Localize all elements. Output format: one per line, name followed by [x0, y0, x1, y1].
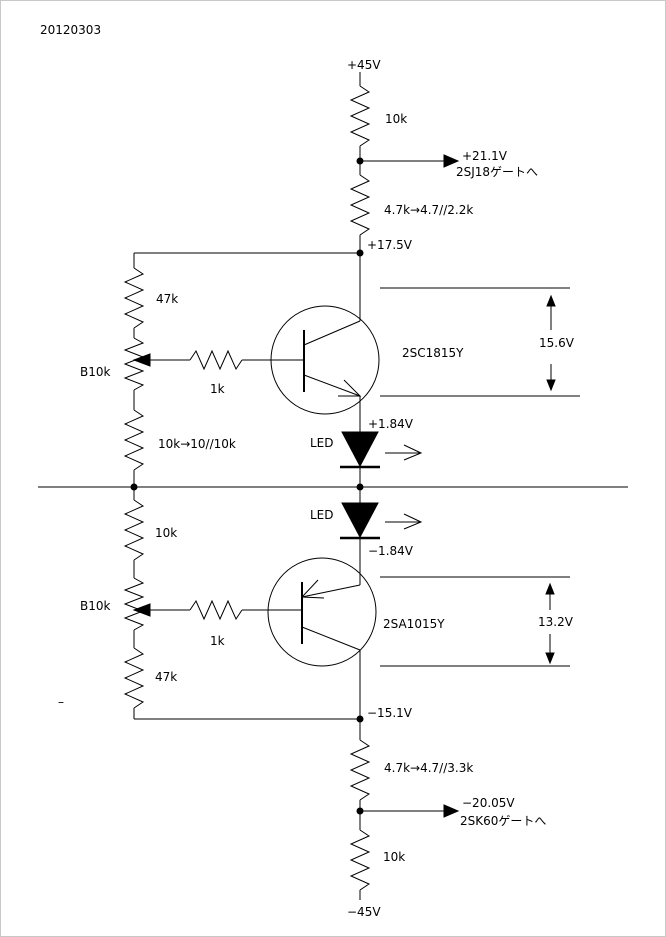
resistor-bottom-10k: [349, 829, 371, 891]
arrow-right-icon: [443, 804, 460, 818]
pnp-collector: [301, 626, 361, 651]
emitter-arrow-icon: [338, 379, 362, 397]
pot-upper-r-value-lower: 10k: [155, 526, 177, 540]
pnp-part-number: 2SA1015Y: [383, 617, 445, 631]
pot-upper-r-value: 47k: [156, 292, 178, 306]
pot-name-lower: B10k: [80, 599, 111, 613]
gate-out-voltage-lower: −20.05V: [462, 796, 515, 810]
pot-lower-r-value: 10k→10//10k: [158, 437, 236, 451]
resistor-47k-upper: [123, 267, 145, 329]
negative-rail-label: −45V: [347, 905, 381, 919]
r-top-value: 10k: [385, 112, 407, 126]
vce-lower-value: 13.2V: [538, 615, 574, 629]
wiper-arrow-icon: [132, 353, 151, 367]
resistor-top-10k: [349, 85, 371, 147]
npn-collector: [303, 320, 361, 346]
vce-upper-value: 15.6V: [539, 336, 575, 350]
junction-dot: [356, 483, 364, 491]
led-lower-label: LED: [310, 508, 334, 522]
resistor-47k-lower: [123, 647, 145, 709]
led-upper-label: LED: [310, 436, 334, 450]
gate-out-target-lower: 2SK60ゲートへ: [460, 814, 546, 828]
arrow-right-icon: [443, 154, 460, 168]
gate-out-target-upper: 2SJ18ゲートへ: [456, 165, 538, 179]
r-mid-value-lower: 4.7k→4.7//3.3k: [384, 761, 473, 775]
junction-dot: [356, 715, 364, 723]
led-upper-icon: [341, 431, 379, 468]
emitter-voltage-lower: −1.84V: [368, 544, 414, 558]
wiper-arrow-icon: [132, 603, 151, 617]
node-voltage-upper: +17.5V: [367, 238, 413, 252]
resistor-4k7-lower: [349, 739, 371, 801]
pot-lower-r-value-lower: 47k: [155, 670, 177, 684]
arrow-up-icon: [545, 582, 555, 595]
led-lower-icon: [341, 502, 379, 539]
node-voltage-lower: −15.1V: [367, 706, 413, 720]
resistor-1k-base-lower: [189, 599, 243, 621]
npn-part-number: 2SC1815Y: [402, 346, 464, 360]
potentiometer-b10k-lower: [123, 577, 145, 631]
arrow-up-icon: [546, 294, 556, 307]
resistor-1k-base-upper: [189, 349, 243, 371]
npn-emitter: [303, 374, 361, 397]
light-emission-arrow-icon: [403, 444, 423, 461]
resistor-10k-lower: [123, 499, 145, 561]
emitter-voltage-upper: +1.84V: [368, 417, 414, 431]
light-emission-arrow-icon: [403, 513, 423, 530]
pnp-transistor-body: [267, 557, 377, 667]
resistor-4k7-upper: [349, 174, 371, 236]
positive-rail-label: +45V: [347, 58, 381, 72]
gate-out-voltage-upper: +21.1V: [462, 149, 508, 163]
date-label: 20120303: [40, 23, 101, 37]
pot-name-upper: B10k: [80, 365, 111, 379]
npn-transistor-body: [270, 305, 380, 415]
potentiometer-b10k-upper: [123, 337, 145, 391]
base-r-value-upper: 1k: [210, 382, 225, 396]
r-bottom-value: 10k: [383, 850, 405, 864]
emitter-arrow-icon: [300, 579, 325, 599]
base-r-value-lower: 1k: [210, 634, 225, 648]
pnp-emitter: [301, 584, 361, 598]
stray-mark: –: [58, 695, 64, 709]
arrow-down-icon: [546, 379, 556, 392]
r-mid-value-upper: 4.7k→4.7//2.2k: [384, 203, 473, 217]
resistor-10k-upper: [123, 409, 145, 471]
arrow-down-icon: [545, 652, 555, 665]
